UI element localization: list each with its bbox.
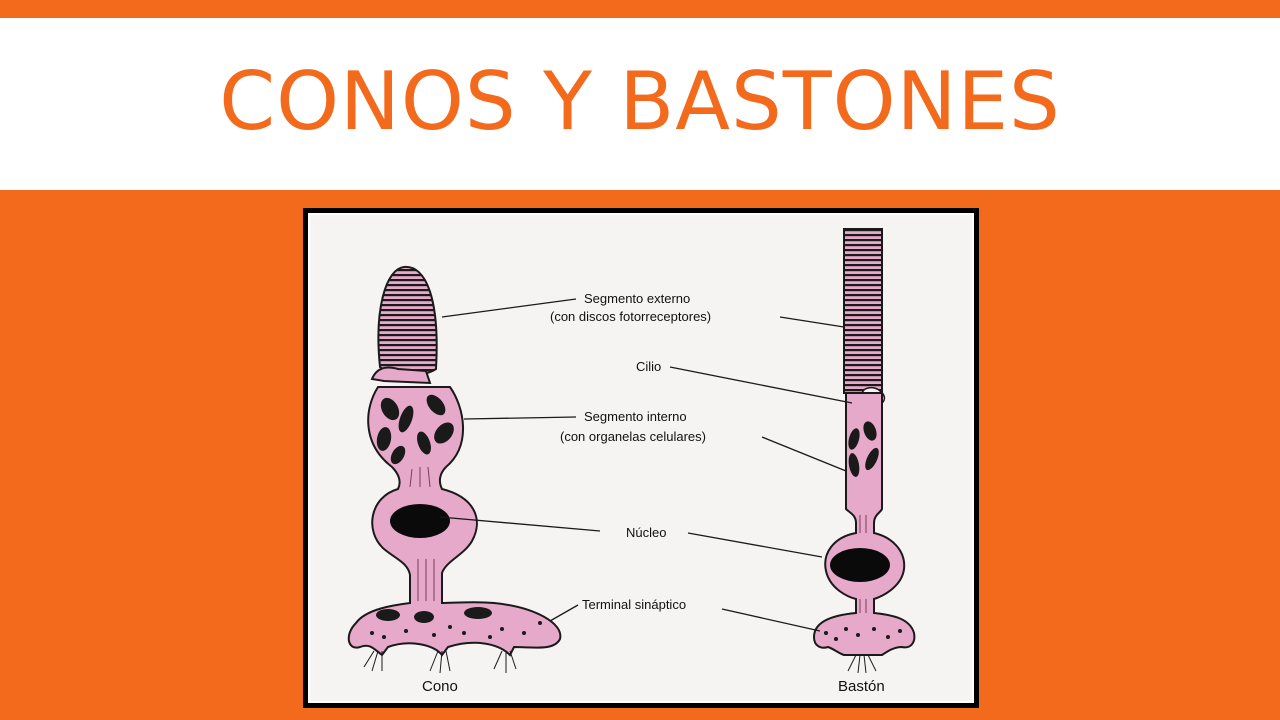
- rod-synaptic-fibers: [847, 654, 877, 674]
- cone-axon-fibers: [409, 466, 435, 601]
- title-band: CONOS Y BASTONES: [0, 18, 1280, 190]
- rod-cell: [812, 228, 916, 674]
- caption-cone: Cono: [422, 678, 458, 691]
- cone-mitochondria: [376, 394, 454, 465]
- label-inner-segment-2: (con organelas celulares): [560, 429, 706, 444]
- label-outer-segment-1: Segmento externo: [584, 291, 690, 306]
- cone-cilium: [370, 366, 432, 385]
- diagram-frame: Segmento externo (con discos fotorrecept…: [303, 208, 979, 708]
- diagram-frame-border: Segmento externo (con discos fotorrecept…: [308, 213, 974, 703]
- rod-body: [812, 392, 916, 656]
- cone-nucleus: [390, 504, 450, 538]
- label-synaptic-terminal: Terminal sináptico: [582, 597, 686, 612]
- rod-nucleus: [830, 548, 890, 582]
- label-outer-segment-2: (con discos fotorreceptores): [550, 309, 711, 324]
- label-cilium: Cilio: [636, 359, 661, 374]
- cone-outer-segment: [377, 265, 438, 377]
- cone-cell: [347, 265, 562, 674]
- rod-terminal-organelles: [824, 627, 902, 641]
- rod-axon-fibers: [859, 515, 867, 613]
- label-inner-segment-1: Segmento interno: [584, 409, 687, 424]
- label-nucleus: Núcleo: [626, 525, 666, 540]
- diagram-canvas: Segmento externo (con discos fotorrecept…: [314, 219, 968, 697]
- rod-mitochondria: [848, 421, 879, 477]
- photoreceptor-diagram: Segmento externo (con discos fotorrecept…: [347, 228, 916, 691]
- leader-lines: [439, 298, 853, 632]
- cone-terminal-organelles: [370, 607, 542, 639]
- cone-synaptic-fibers: [363, 650, 517, 674]
- slide-title: CONOS Y BASTONES: [219, 54, 1061, 148]
- caption-rod: Bastón: [838, 678, 885, 691]
- rod-outer-segment: [843, 228, 883, 394]
